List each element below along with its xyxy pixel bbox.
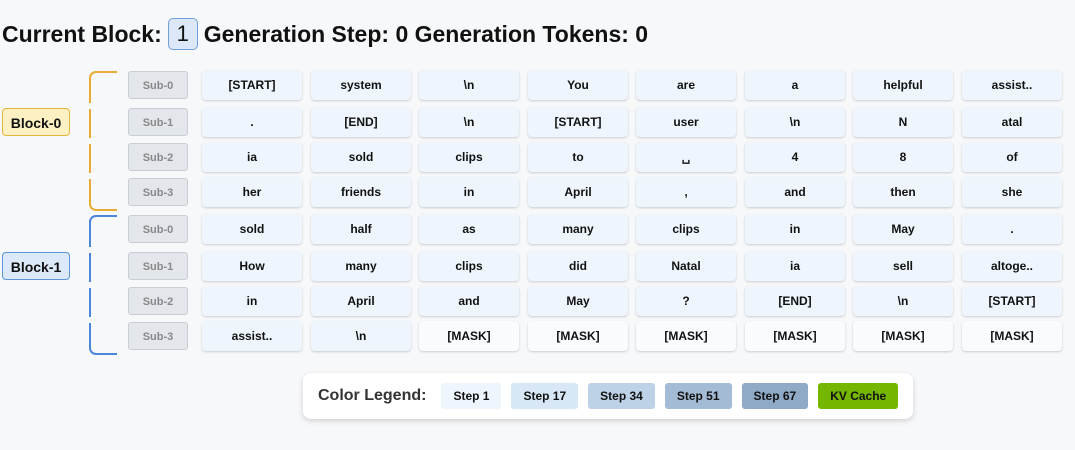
legend-title: Color Legend: (318, 387, 427, 404)
token-cell: are (636, 70, 736, 100)
token-cell: April (528, 177, 628, 207)
token-cell: , (636, 177, 736, 207)
block-1-bracket (89, 215, 117, 355)
token-cell: [MASK] (745, 321, 845, 351)
token-cell: [START] (202, 70, 302, 100)
token-cell: in (419, 177, 519, 207)
legend-kv-cache: KV Cache (818, 383, 899, 409)
legend-step-51: Step 51 (664, 383, 732, 409)
token-cell: helpful (853, 70, 953, 100)
token-cell: [MASK] (853, 321, 953, 351)
sub-label: Sub-2 (128, 143, 188, 171)
token-cell: many (311, 251, 411, 281)
token-cell: ia (202, 142, 302, 172)
token-cell: [END] (311, 107, 411, 137)
token-cell: sold (311, 142, 411, 172)
token-cell: and (745, 177, 845, 207)
token-cell: [START] (962, 286, 1062, 316)
token-cell: [MASK] (962, 321, 1062, 351)
legend-step-67: Step 67 (741, 383, 809, 409)
block-0-label: Block-0 (2, 108, 70, 136)
legend-step-17: Step 17 (511, 383, 579, 409)
bracket-gap (88, 103, 93, 109)
token-cell: then (853, 177, 953, 207)
token-cell: . (962, 214, 1062, 244)
token-cell: many (528, 214, 628, 244)
token-cell: You (528, 70, 628, 100)
sub-label: Sub-2 (128, 287, 188, 315)
bracket-gap (88, 138, 93, 144)
token-cell: [START] (528, 107, 628, 137)
token-cell: 4 (745, 142, 845, 172)
token-cell: clips (419, 251, 519, 281)
bracket-gap (88, 317, 93, 323)
token-cell: of (962, 142, 1062, 172)
current-block-value: 1 (167, 18, 198, 50)
token-cell: did (528, 251, 628, 281)
sub-label: Sub-3 (128, 322, 188, 350)
sub-label: Sub-3 (128, 178, 188, 206)
token-cell: How (202, 251, 302, 281)
token-cell: as (419, 214, 519, 244)
token-cell: \n (853, 286, 953, 316)
generation-status: Generation Step: 0 Generation Tokens: 0 (203, 20, 649, 47)
token-cell: N (853, 107, 953, 137)
token-cell: atal (962, 107, 1062, 137)
token-cell: ia (745, 251, 845, 281)
legend-step-34: Step 34 (588, 383, 655, 409)
sub-label: Sub-0 (128, 215, 188, 243)
token-cell: system (311, 70, 411, 100)
block-1-label: Block-1 (2, 252, 70, 280)
token-cell: Natal (636, 251, 736, 281)
token-cell: . (202, 107, 302, 137)
token-cell: \n (419, 107, 519, 137)
sub-label: Sub-1 (128, 108, 188, 136)
token-cell: her (202, 177, 302, 207)
bracket-gap (88, 247, 93, 253)
token-cell: [END] (745, 286, 845, 316)
token-cell: 8 (853, 142, 953, 172)
token-cell: to (528, 142, 628, 172)
color-legend: Color Legend: Step 1 Step 17 Step 34 Ste… (303, 373, 913, 419)
token-cell: assist.. (962, 70, 1062, 100)
bracket-gap (88, 282, 93, 288)
token-cell: May (853, 214, 953, 244)
token-cell: user (636, 107, 736, 137)
token-cell: [MASK] (419, 321, 519, 351)
bracket-gap (88, 173, 93, 179)
token-cell: sold (202, 214, 302, 244)
token-cell: \n (311, 321, 411, 351)
block-0-bracket (89, 71, 117, 211)
current-block-label: Current Block: (2, 20, 162, 47)
sub-label: Sub-0 (128, 71, 188, 99)
token-cell: [MASK] (636, 321, 736, 351)
token-cell: half (311, 214, 411, 244)
token-cell: in (745, 214, 845, 244)
token-cell: clips (419, 142, 519, 172)
token-cell: and (419, 286, 519, 316)
token-cell: ␣ (636, 142, 736, 172)
token-cell: April (311, 286, 411, 316)
status-header: Current Block: 1 Generation Step: 0 Gene… (2, 17, 648, 51)
token-cell: sell (853, 251, 953, 281)
token-cell: ? (636, 286, 736, 316)
token-cell: friends (311, 177, 411, 207)
token-cell: \n (419, 70, 519, 100)
legend-step-1: Step 1 (441, 383, 502, 409)
token-cell: she (962, 177, 1062, 207)
sub-label: Sub-1 (128, 252, 188, 280)
token-cell: assist.. (202, 321, 302, 351)
token-cell: a (745, 70, 845, 100)
token-cell: [MASK] (528, 321, 628, 351)
token-cell: clips (636, 214, 736, 244)
token-cell: \n (745, 107, 845, 137)
token-cell: altoge.. (962, 251, 1062, 281)
token-cell: in (202, 286, 302, 316)
token-cell: May (528, 286, 628, 316)
